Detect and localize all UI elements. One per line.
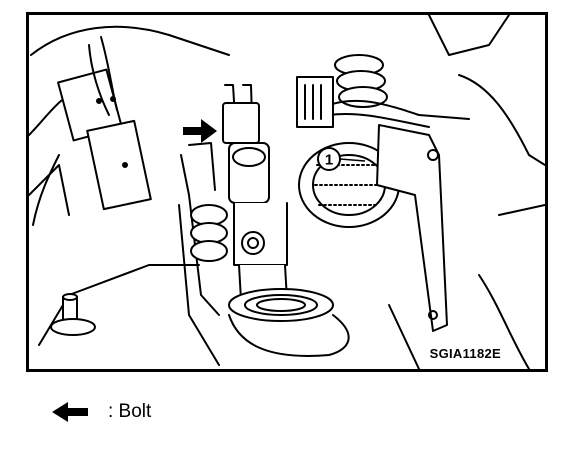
figure-code: SGIA1182E <box>429 346 501 361</box>
diagram-frame: 1 SGIA1182E <box>26 12 548 372</box>
tilt-lever-plate <box>328 99 470 332</box>
bolt-stud <box>50 293 96 336</box>
callout-number: 1 <box>325 152 333 169</box>
steering-column-illustration: 1 <box>29 15 545 369</box>
steering-shaft <box>222 84 288 301</box>
column-boot <box>228 288 350 357</box>
legend-text: : Bolt <box>108 401 152 422</box>
legend: : Bolt <box>50 398 151 426</box>
filled-arrow-left-icon <box>52 402 88 422</box>
bolt-marker-arrow <box>183 119 217 143</box>
switch-block <box>296 76 334 128</box>
left-bellows <box>190 204 228 262</box>
dash-outline <box>30 25 230 56</box>
harness-connector <box>32 36 152 226</box>
callout-1: 1 <box>317 147 366 171</box>
